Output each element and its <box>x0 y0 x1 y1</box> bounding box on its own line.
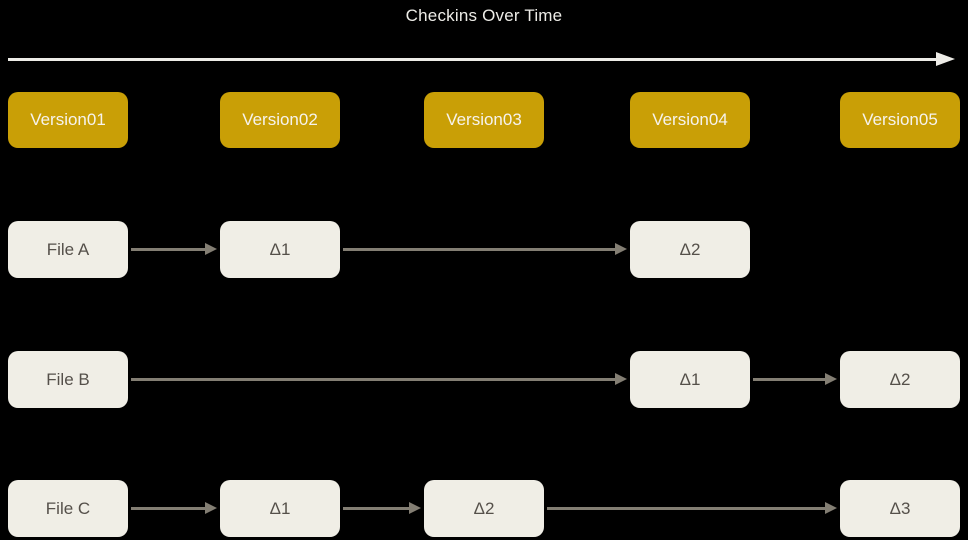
timeline-arrowhead-icon <box>936 52 955 66</box>
arrow-c-1-head-icon <box>205 502 217 514</box>
arrow-b-1 <box>131 373 627 386</box>
version-box-2: Version02 <box>220 92 340 148</box>
arrow-c-3-head-icon <box>825 502 837 514</box>
arrow-c-1-shaft <box>131 507 208 510</box>
delta-box-c-1: Δ1 <box>220 480 340 537</box>
arrow-b-1-head-icon <box>615 373 627 385</box>
delta-box-c-3: Δ3 <box>840 480 960 537</box>
arrow-b-2-shaft <box>753 378 828 381</box>
version-box-1: Version01 <box>8 92 128 148</box>
delta-box-b-1: Δ1 <box>630 351 750 408</box>
arrow-b-2-head-icon <box>825 373 837 385</box>
arrow-a-1-head-icon <box>205 243 217 255</box>
arrow-c-2-shaft <box>343 507 412 510</box>
delta-box-a-2: Δ2 <box>630 221 750 278</box>
arrow-c-2 <box>343 502 421 515</box>
timeline-arrow-line <box>8 58 938 61</box>
arrow-c-1 <box>131 502 217 515</box>
arrow-a-2-shaft <box>343 248 618 251</box>
arrow-a-2-head-icon <box>615 243 627 255</box>
file-box-a: File A <box>8 221 128 278</box>
arrow-c-3-shaft <box>547 507 828 510</box>
file-box-c: File C <box>8 480 128 537</box>
version-box-4: Version04 <box>630 92 750 148</box>
arrow-a-1 <box>131 243 217 256</box>
delta-box-b-2: Δ2 <box>840 351 960 408</box>
version-box-3: Version03 <box>424 92 544 148</box>
arrow-c-3 <box>547 502 837 515</box>
delta-box-c-2: Δ2 <box>424 480 544 537</box>
arrow-a-1-shaft <box>131 248 208 251</box>
file-box-b: File B <box>8 351 128 408</box>
version-box-5: Version05 <box>840 92 960 148</box>
arrow-a-2 <box>343 243 627 256</box>
arrow-b-2 <box>753 373 837 386</box>
arrow-c-2-head-icon <box>409 502 421 514</box>
arrow-b-1-shaft <box>131 378 618 381</box>
diagram-title: Checkins Over Time <box>405 6 563 25</box>
delta-box-a-1: Δ1 <box>220 221 340 278</box>
